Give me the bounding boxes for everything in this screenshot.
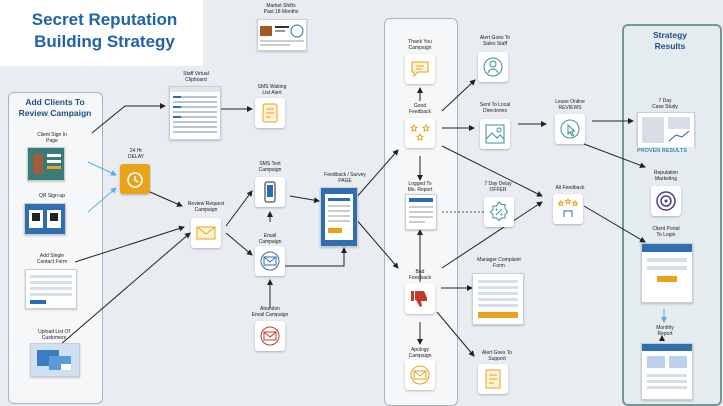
discount-badge-icon xyxy=(489,201,509,222)
bad-feedback-card xyxy=(405,284,435,314)
results-panel-title: Strategy Results xyxy=(652,30,687,51)
label-leave-online: Leave Online REVIEWS xyxy=(555,99,585,111)
label-qr-signup: QR Sign-up xyxy=(38,193,66,199)
thumbs-down-icon xyxy=(411,291,427,307)
title-box: Secret Reputation Building Strategy xyxy=(0,0,203,66)
reputation-marketing-card xyxy=(651,186,681,216)
add-single-contact-thumbnail xyxy=(25,269,77,309)
label-upload: Upload List Of Customers xyxy=(38,329,70,341)
case-study-thumbnail xyxy=(637,112,695,148)
label-delay-24: 24 Hr DELAY xyxy=(127,148,145,160)
qr-signup-thumbnail xyxy=(24,203,66,235)
abandon-email-card xyxy=(255,321,285,351)
email-campaign-card xyxy=(255,246,285,276)
label-monthly-report: Monthly Report xyxy=(656,325,674,337)
label-alert-support: Alert Goes To Support xyxy=(481,350,513,362)
label-add-single: Add Single Contact Form xyxy=(36,253,68,265)
sms-text-card xyxy=(255,177,285,207)
feedback-page-thumbnail xyxy=(320,187,358,247)
thank-you-card xyxy=(405,54,435,84)
clients-panel-title: Add Clients To Review Campaign xyxy=(18,97,92,118)
all-feedback-card xyxy=(553,194,583,224)
clipboard-thumbnail xyxy=(169,86,221,140)
document-icon xyxy=(485,369,501,389)
notepad-icon xyxy=(262,103,278,123)
stars-icon xyxy=(409,123,431,141)
label-manager-complaint: Manager Complaint Form xyxy=(477,257,521,269)
good-feedback-card xyxy=(405,118,435,148)
label-sms-waiting: SMS Waiting List Alert xyxy=(257,84,287,96)
stars-hand-icon xyxy=(557,197,579,217)
person-icon xyxy=(483,57,503,77)
label-case-study: 7 Day Case Study xyxy=(652,98,678,110)
label-good-feedback: Good Feedback xyxy=(409,103,431,115)
review-request-card xyxy=(191,218,221,248)
alarm-clock-icon xyxy=(127,172,143,188)
apology-envelope-icon xyxy=(410,365,430,385)
label-client-portal: Client Portal To Login xyxy=(652,226,680,238)
click-review-icon xyxy=(560,119,580,139)
delay-7-card xyxy=(484,197,514,227)
envelope-icon xyxy=(196,226,216,240)
label-bad-feedback: Bad Feedback xyxy=(409,269,431,281)
label-email-campaign: Email Campaign xyxy=(258,233,282,245)
label-clipboard: Staff Virtual Clipboard xyxy=(183,71,209,83)
label-reputation-marketing: Reputation Marketing xyxy=(653,170,679,182)
apology-card xyxy=(405,360,435,390)
phone-icon xyxy=(264,181,276,203)
label-apology: Apology Campaign xyxy=(408,347,432,359)
email-envelope-icon xyxy=(260,251,280,271)
label-delay-7: 7 Day Delay OFFER xyxy=(484,181,512,193)
upload-list-thumbnail xyxy=(30,343,80,377)
label-review-request: Review Request Campaign xyxy=(187,201,225,213)
page-title: Secret Reputation Building Strategy xyxy=(12,9,197,53)
sent-directories-card xyxy=(480,119,510,149)
market-shifts-thumbnail xyxy=(257,19,307,51)
label-abandon: Abandon Email Campaign xyxy=(251,306,289,318)
title-line-2: Building Strategy xyxy=(34,32,175,51)
label-thank-you: Thank You Campaign xyxy=(408,39,432,51)
title-line-1: Secret Reputation xyxy=(31,10,178,29)
manager-complaint-thumbnail xyxy=(472,273,524,325)
monthly-report-thumbnail xyxy=(641,343,693,400)
logged-report-thumbnail xyxy=(405,194,437,230)
proven-results-badge: PROVEN RESULTS xyxy=(629,147,695,156)
label-logged: Logged To Mo. Report xyxy=(407,181,433,193)
label-sms-text: SMS Text Campaign xyxy=(258,161,282,173)
leave-reviews-card xyxy=(555,114,585,144)
label-feedback-page: Feedback / Survey PAGE xyxy=(324,172,366,184)
delay-24-card xyxy=(120,164,150,194)
label-sent-directories: Sent To Local Directories xyxy=(479,102,511,114)
target-icon xyxy=(656,191,676,211)
label-alert-sales: Alert Goes To Sales Staff xyxy=(479,35,511,47)
map-pin-icon xyxy=(485,124,505,144)
chat-bubble-icon xyxy=(411,61,429,78)
client-portal-thumbnail xyxy=(641,243,693,303)
label-all-feedback: All Feedback xyxy=(555,185,585,191)
abandoned-email-icon xyxy=(260,326,280,346)
sms-waiting-card xyxy=(255,98,285,128)
alert-support-card xyxy=(478,364,508,394)
alert-sales-card xyxy=(478,52,508,82)
client-sign-in-thumbnail xyxy=(27,147,65,181)
label-client-sign-in: Client Sign In Page xyxy=(37,132,67,144)
label-market-shifts: Market Shifts Past 18 Months xyxy=(263,3,299,15)
